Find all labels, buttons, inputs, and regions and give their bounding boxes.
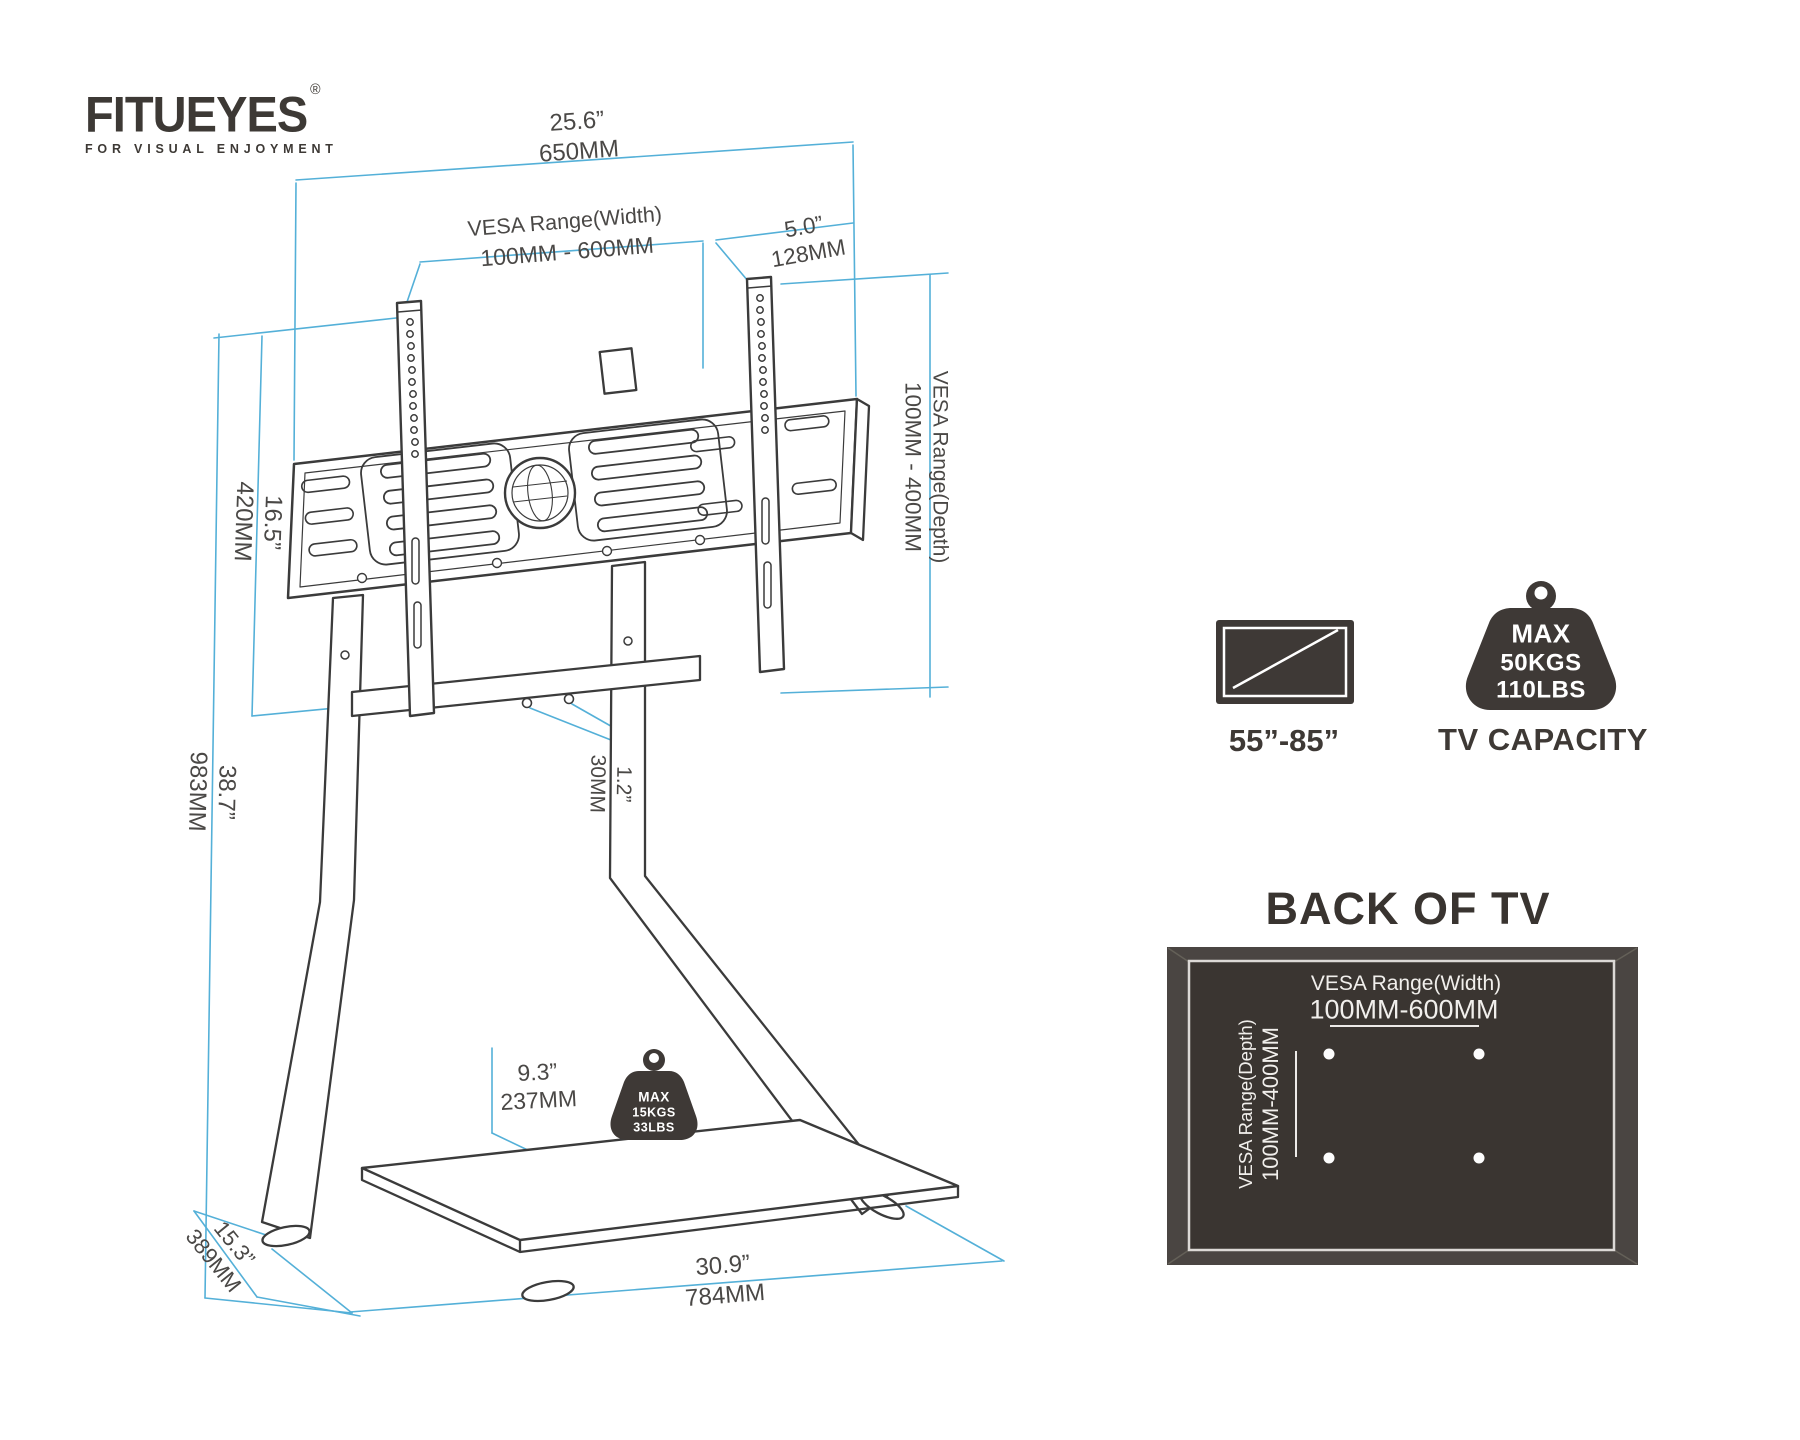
dim-base-width: 30.9” 784MM xyxy=(684,1249,767,1313)
brand-emblem xyxy=(503,456,577,530)
dimension-lines xyxy=(193,141,1005,1317)
panel-vesa-width-range: 100MM-600MM xyxy=(1309,994,1499,1025)
dim-hole-offset: 1.2” 30MM xyxy=(585,754,636,814)
dim-vesa-depth: VESA Range(Depth) 100MM - 400MM xyxy=(900,370,952,564)
vesa-rail-right xyxy=(745,275,786,674)
fitueyes-logo: FITUEYES® FOR VISUAL ENJOYMENT xyxy=(85,81,338,156)
screen-size-icon-graphic xyxy=(1216,620,1354,704)
panel-vesa-width-label: VESA Range(Width) xyxy=(1310,972,1502,995)
brand-tagline: FOR VISUAL ENJOYMENT xyxy=(85,141,338,156)
crossbar xyxy=(350,654,702,718)
vesa-mounting-holes xyxy=(1323,1048,1485,1164)
back-of-tv-title: BACK OF TV xyxy=(1265,883,1551,934)
tv-stand-structure xyxy=(260,275,960,1303)
screen-size-label: 55”-85” xyxy=(1228,723,1340,758)
tv-capacity-text: MAX 50KGS 110LBS xyxy=(1496,618,1586,704)
mount-plate xyxy=(286,397,871,600)
vesa-rail-left xyxy=(395,299,436,718)
column-cap xyxy=(598,347,638,395)
dim-width-top: 25.6” 650MM xyxy=(538,106,620,168)
capacity-weight-icon-graphic xyxy=(1465,581,1617,710)
dim-stand-height: 38.7” 983MM xyxy=(182,751,241,832)
shelf xyxy=(360,1118,960,1303)
dim-shelf-depth: 9.3” 237MM xyxy=(499,1057,578,1115)
shelf-capacity-text: MAX 15KGS 33LBS xyxy=(632,1089,676,1135)
registered-mark: ® xyxy=(310,81,320,98)
panel-vesa-depth-label: VESA Range(Depth) 100MM-400MM xyxy=(1235,1019,1283,1189)
tv-capacity-label: TV CAPACITY xyxy=(1438,722,1648,757)
dim-bracket-height: 16.5” 420MM xyxy=(228,481,287,562)
back-of-tv-panel-graphic xyxy=(1167,947,1638,1265)
brand-name: FITUEYES® xyxy=(85,81,321,143)
shelf-weight-icon xyxy=(610,1049,698,1140)
